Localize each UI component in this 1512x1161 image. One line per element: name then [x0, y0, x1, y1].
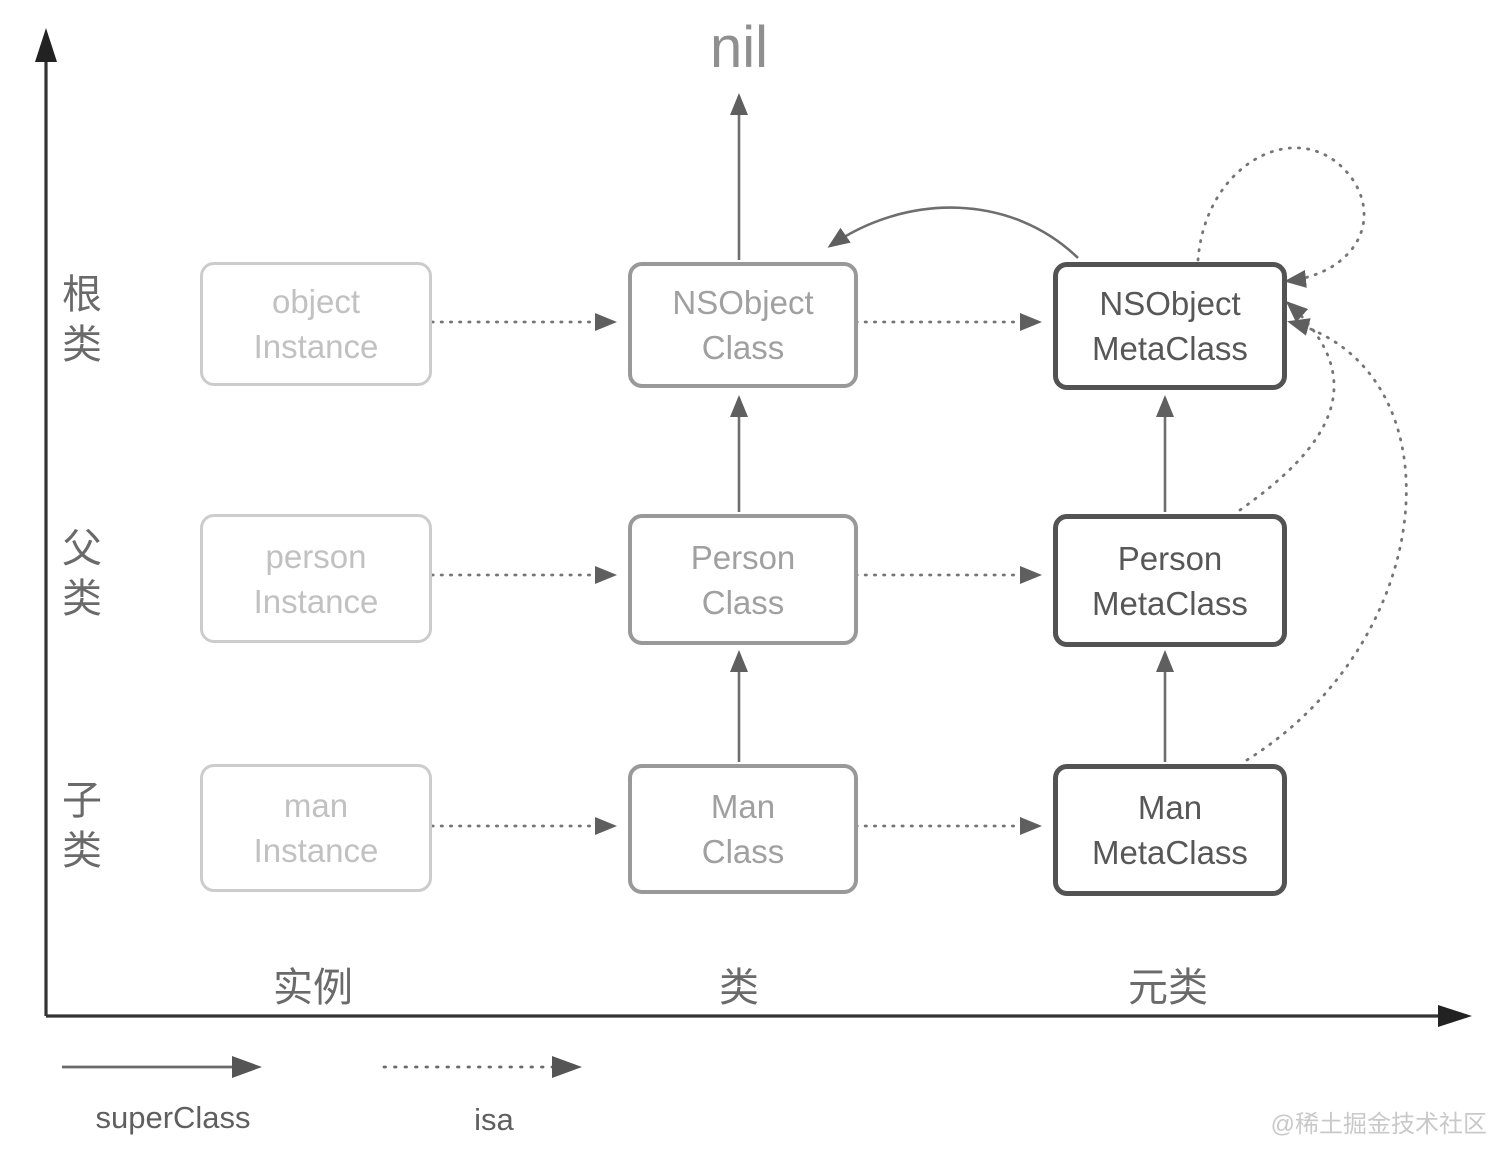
y-axis-arrowhead-icon	[35, 28, 57, 62]
row-label-child-char1: 子	[62, 779, 102, 823]
isa-arrow-manmeta-to-nsobjectmeta	[1245, 318, 1408, 762]
node-man-instance: man Instance	[200, 764, 432, 892]
row-label-parent-char2: 类	[62, 577, 102, 621]
node-person-class: Person Class	[628, 514, 858, 645]
node-man-metaclass-line1: Man	[1137, 789, 1203, 826]
superclass-arrow-nsobjectmeta-to-nsobjectclass	[827, 206, 1079, 259]
node-nsobject-metaclass-line1: NSObject	[1099, 285, 1241, 322]
node-nsobject-class: NSObject Class	[628, 262, 858, 388]
node-nsobject-metaclass-line2: MetaClass	[1092, 330, 1248, 367]
isa-arrow-personmeta-to-nsobjectmeta	[1238, 300, 1336, 512]
node-person-instance-line1: person	[265, 537, 367, 575]
legend-isa-label: isa	[474, 1102, 514, 1137]
node-person-metaclass: Person MetaClass	[1053, 514, 1287, 647]
node-person-class-line1: Person	[690, 538, 796, 576]
node-man-class: Man Class	[628, 764, 858, 894]
node-man-class-line1: Man	[710, 788, 776, 825]
node-person-class-line2: Class	[701, 583, 785, 621]
node-person-metaclass-line1: Person	[1117, 539, 1223, 577]
node-object-instance: object Instance	[200, 262, 432, 386]
x-axis-arrowhead-icon	[1438, 1005, 1472, 1027]
node-man-instance-line1: man	[283, 787, 349, 824]
node-person-instance-line2: Instance	[253, 582, 379, 620]
node-person-metaclass-line2: MetaClass	[1092, 584, 1248, 622]
col-label-class: 类	[719, 966, 759, 1010]
node-nsobject-class-line1: NSObject	[672, 284, 814, 321]
row-label-parent-class: 父 类	[56, 524, 108, 624]
row-label-root-class: 根 类	[56, 270, 108, 370]
node-person-instance: person Instance	[200, 514, 432, 643]
node-man-metaclass-line2: MetaClass	[1092, 834, 1248, 871]
row-label-child-char2: 类	[62, 829, 102, 873]
node-man-instance-line2: Instance	[253, 832, 379, 869]
row-label-child-class: 子 类	[56, 776, 108, 876]
node-object-instance-line1: object	[271, 283, 361, 320]
node-man-class-line2: Class	[701, 833, 785, 870]
node-object-instance-line2: Instance	[253, 328, 379, 365]
row-label-root-char2: 类	[62, 323, 102, 367]
isa-arrow-nsobjectmeta-self-loop	[1196, 146, 1366, 288]
row-label-root-char1: 根	[62, 273, 102, 317]
row-label-parent-char1: 父	[62, 527, 102, 571]
node-nsobject-class-line2: Class	[701, 329, 785, 366]
node-man-metaclass: Man MetaClass	[1053, 764, 1287, 896]
watermark: @稀土掘金技术社区	[1270, 1111, 1487, 1138]
col-label-instance: 实例	[273, 966, 353, 1010]
nil-label: nil	[709, 15, 769, 80]
legend-superclass-label: superClass	[95, 1100, 251, 1135]
node-nsobject-metaclass: NSObject MetaClass	[1053, 262, 1287, 390]
col-label-metaclass: 元类	[1128, 966, 1208, 1010]
